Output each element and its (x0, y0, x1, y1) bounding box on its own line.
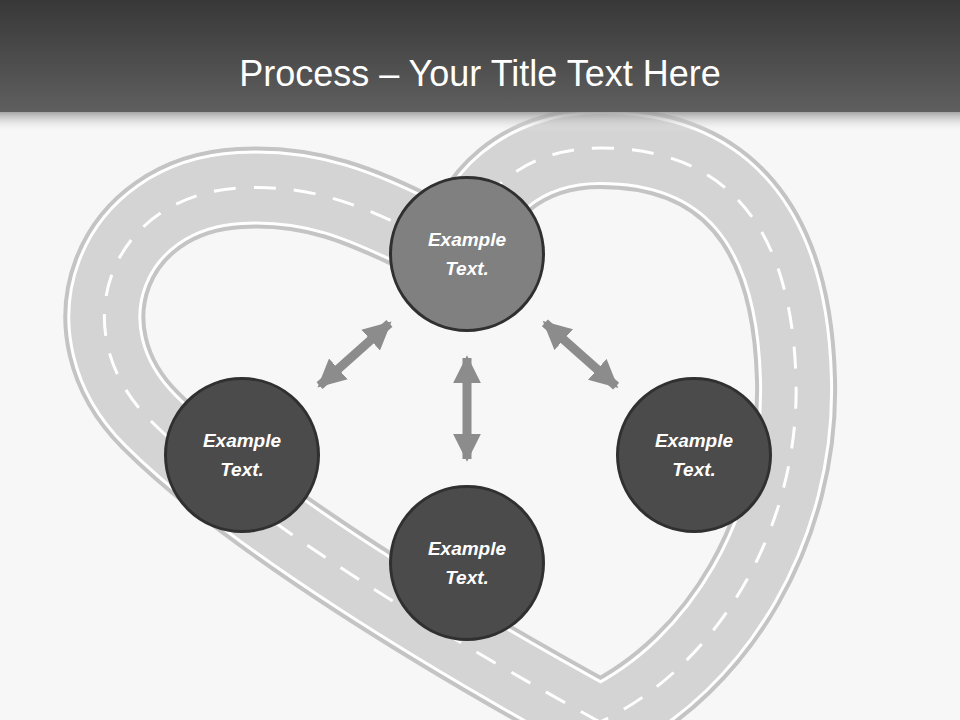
process-circle: Example Text. (389, 485, 545, 641)
node-label: Example Text. (190, 426, 294, 484)
circle-shape (389, 176, 545, 332)
circle-shape (164, 377, 320, 533)
circle-shape (389, 485, 545, 641)
slide-title: Process – Your Title Text Here (0, 52, 960, 96)
double-arrow (545, 323, 616, 386)
node-label: Example Text. (415, 225, 519, 283)
node-label: Example Text. (642, 426, 746, 484)
double-arrow (463, 358, 472, 459)
process-circle: Example Text. (164, 377, 320, 533)
circle-shape (616, 377, 772, 533)
double-arrow (320, 323, 390, 385)
process-circle: Example Text. (389, 176, 545, 332)
road-edge (104, 148, 796, 720)
road-dashes (104, 148, 796, 720)
process-circle: Example Text. (616, 377, 772, 533)
road (104, 148, 796, 720)
road-surface (104, 148, 796, 720)
road-line (104, 148, 796, 720)
node-label: Example Text. (415, 534, 519, 592)
header-bar (0, 0, 960, 112)
header-shadow (0, 110, 960, 132)
